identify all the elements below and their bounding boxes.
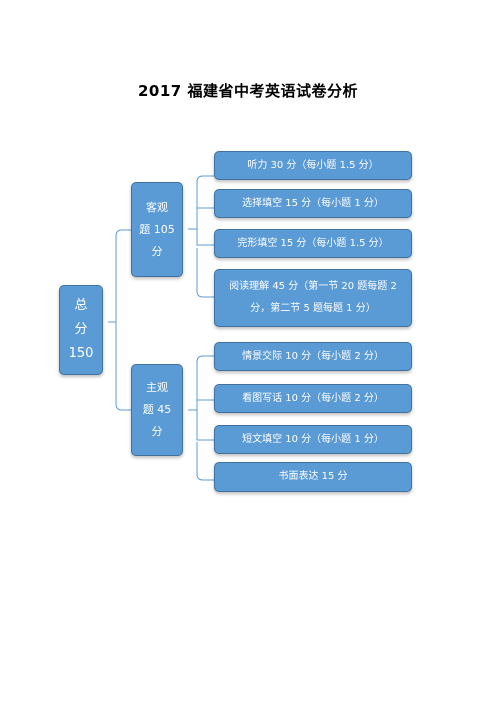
item-picture-writing: 看图写话 10 分（每小题 2 分） (214, 384, 412, 413)
item-multiple-choice: 选择填空 15 分（每小题 1 分） (214, 189, 412, 218)
item-composition: 书面表达 15 分 (214, 462, 412, 492)
group1-bracket (188, 175, 214, 298)
item-cloze: 完形填空 15 分（每小题 1.5 分） (214, 229, 412, 258)
item-reading: 阅读理解 45 分（第一节 20 题每题 2 分，第二节 5 题每题 1 分） (214, 269, 412, 327)
subjective-group-box: 主观 题 45 分 (131, 364, 183, 456)
group2-bracket (188, 355, 214, 481)
item-listening: 听力 30 分（每小题 1.5 分） (214, 151, 412, 180)
item-dialogue: 情景交际 10 分（每小题 2 分） (214, 342, 412, 371)
page-title: 2017 福建省中考英语试卷分析 (138, 82, 358, 100)
total-score-box: 总 分 150 (59, 285, 103, 375)
root-bracket (108, 229, 131, 411)
item-passage-fill: 短文填空 10 分（每小题 1 分） (214, 425, 412, 454)
objective-group-box: 客观 题 105 分 (131, 182, 183, 277)
